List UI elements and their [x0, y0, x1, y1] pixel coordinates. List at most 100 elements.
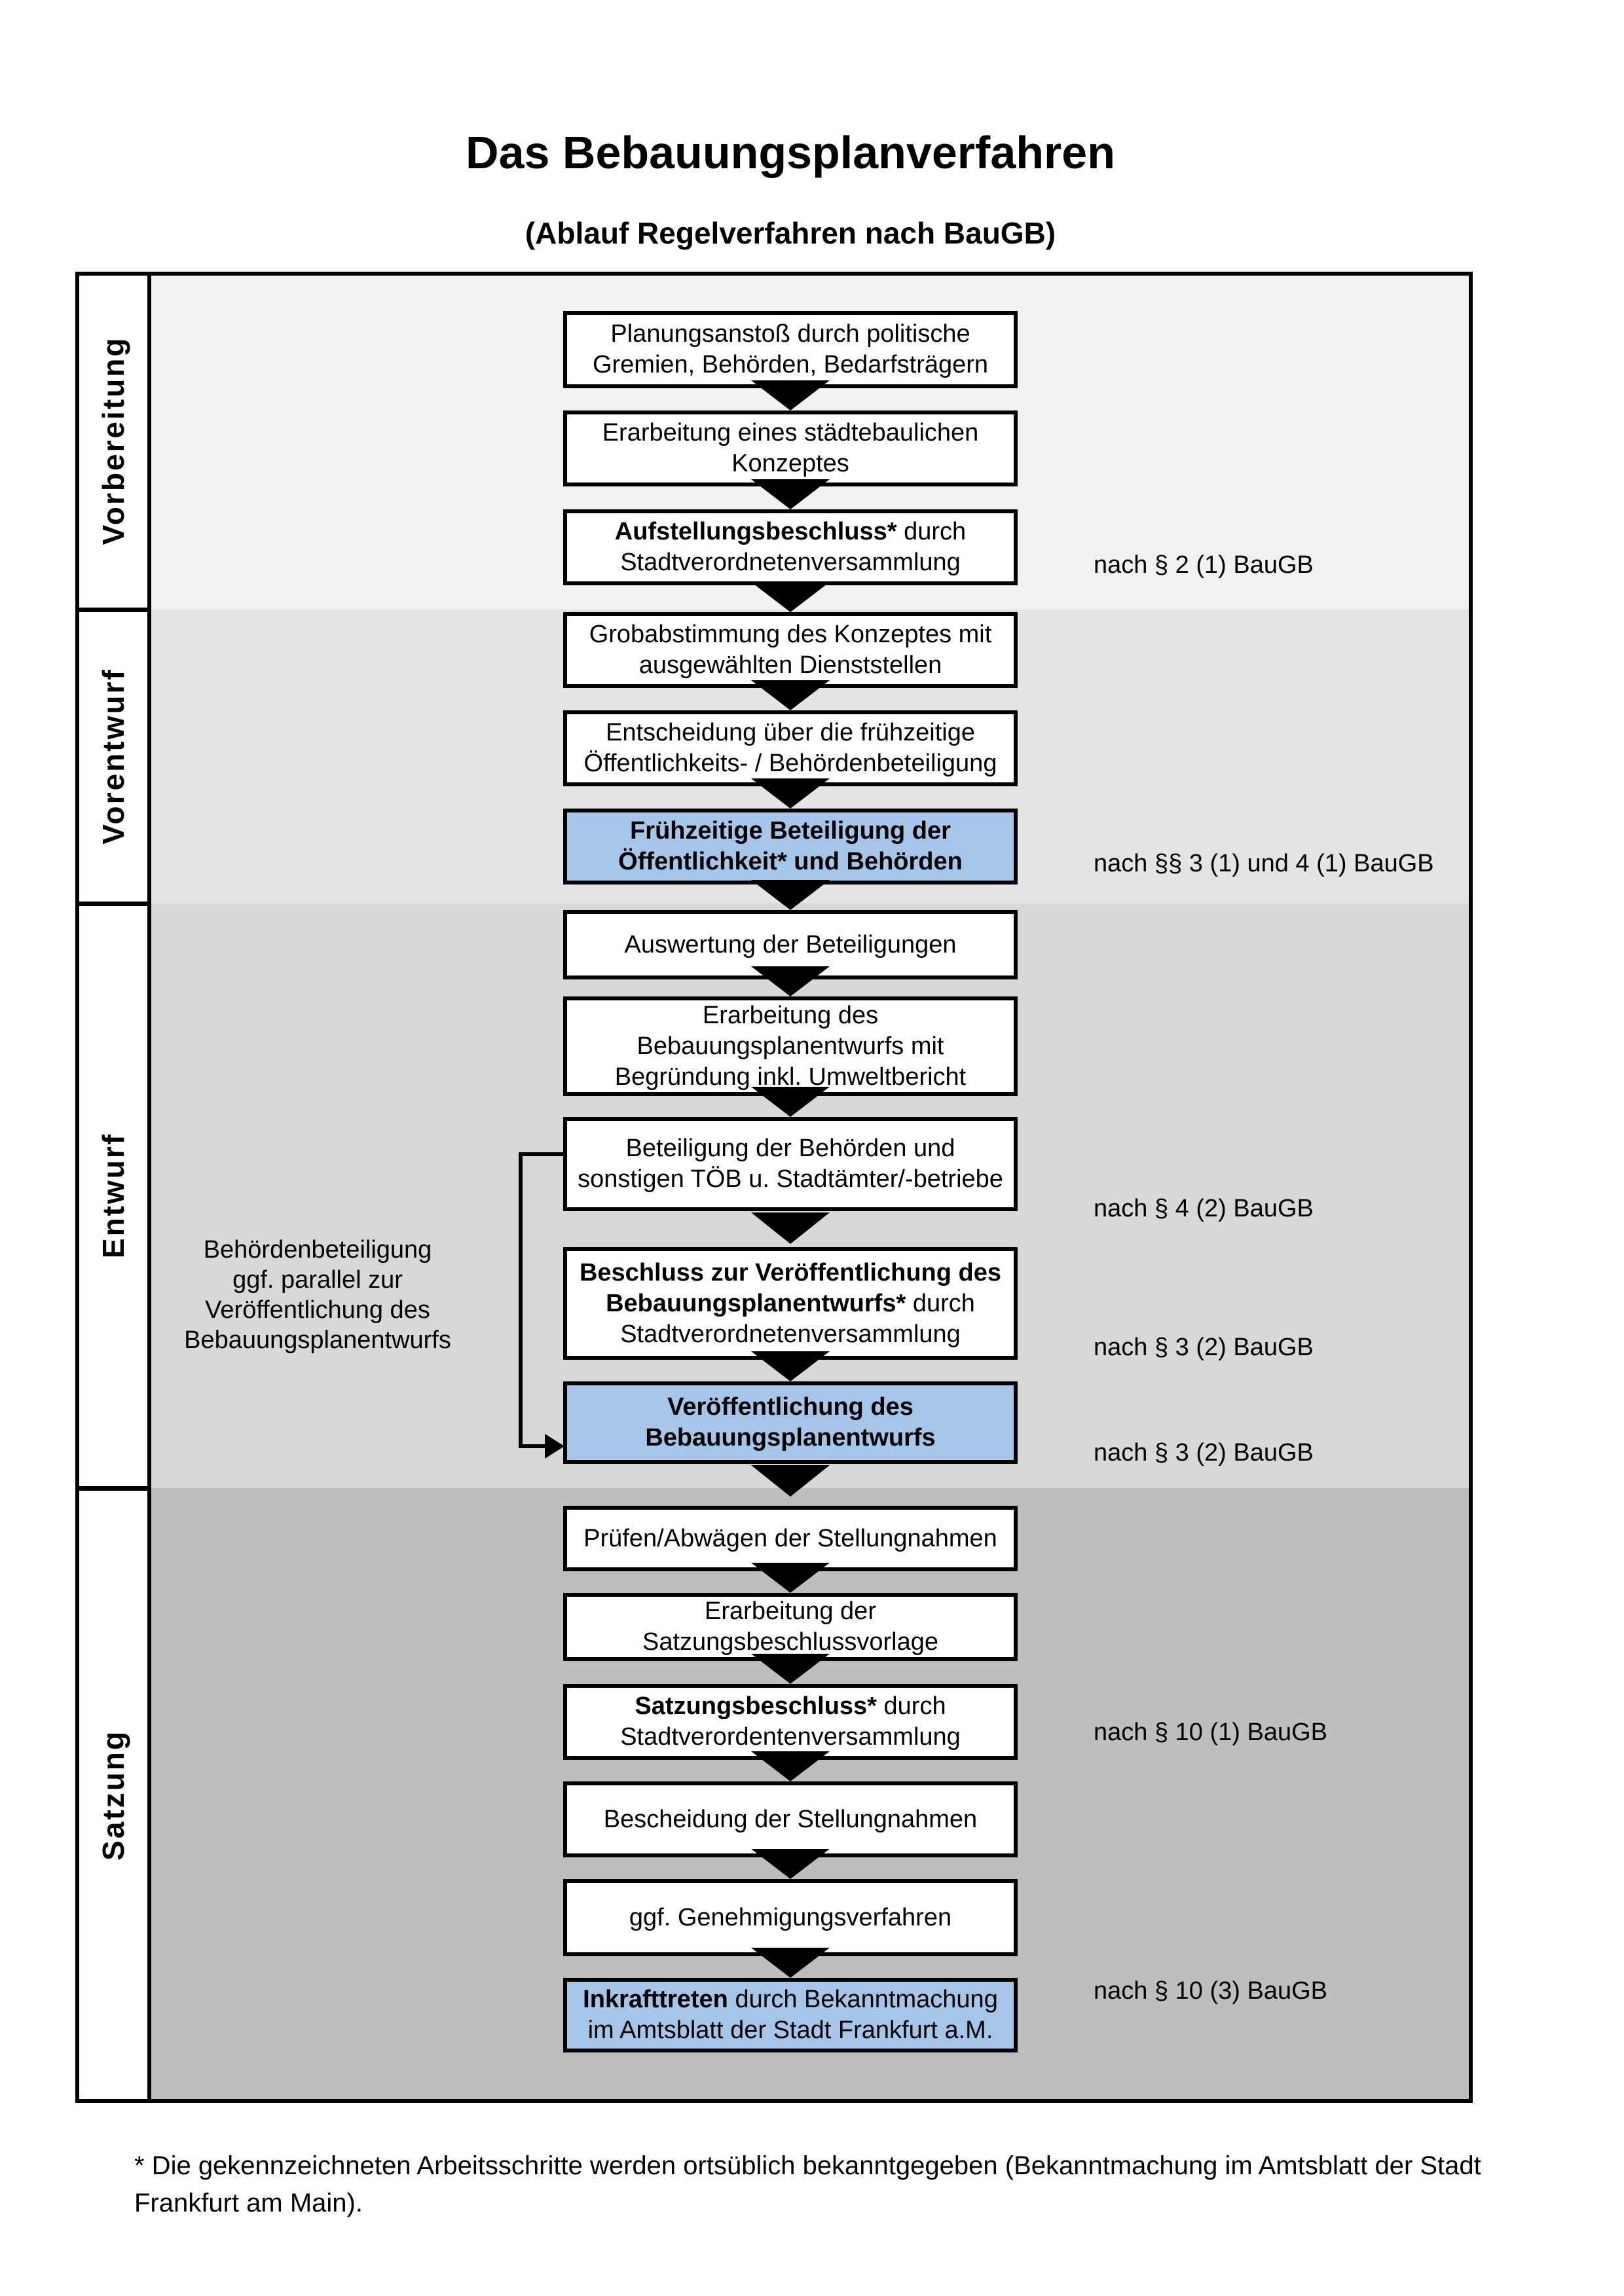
- right-arrow-icon: [545, 1434, 564, 1459]
- legal-reference: nach § 3 (2) BauGB: [1094, 1439, 1314, 1467]
- down-arrow-icon: [751, 680, 830, 710]
- flow-step-text: Gremien, Behörden, Bedarfsträgern: [592, 351, 989, 378]
- connector-line: [519, 1444, 549, 1448]
- parallel-note-line: ggf. parallel zur: [232, 1266, 403, 1294]
- legal-reference: nach §§ 3 (1) und 4 (1) BauGB: [1094, 850, 1434, 877]
- flow-step-satzungsbeschluss: Satzungsbeschluss* durch Stadtverordente…: [563, 1684, 1018, 1760]
- down-arrow-icon: [751, 1849, 830, 1879]
- phase-separator: [77, 902, 151, 906]
- flow-step-text: Frühzeitige Beteiligung der: [630, 817, 951, 845]
- flow-step-text: Veröffentlichung des: [667, 1393, 913, 1421]
- flow-step-text: Bebauungsplanentwurfs* durch: [606, 1288, 975, 1319]
- flow-step-konzept: Erarbeitung eines städtebaulichen Konzep…: [563, 410, 1018, 486]
- flow-step-text: sonstigen TÖB u. Stadtämter/-betriebe: [578, 1165, 1003, 1193]
- page-title: Das Bebauungsplanverfahren: [466, 127, 1115, 178]
- flow-step-beschluss-veroeffentlichung: Beschluss zur Veröffentlichung des Bebau…: [563, 1247, 1018, 1360]
- flow-step-text-bold: Inkrafttreten: [583, 1986, 728, 2013]
- flow-step-text-bold: Beschluss zur Veröffentlichung des: [579, 1258, 1002, 1286]
- down-arrow-icon: [751, 1751, 830, 1781]
- flow-step-behoerdenbeteiligung: Beteiligung der Behörden und sonstigen T…: [563, 1117, 1018, 1211]
- legal-reference: nach § 10 (3) BauGB: [1094, 1977, 1327, 2005]
- flow-step-text: Erarbeitung der: [705, 1597, 876, 1625]
- down-arrow-icon: [751, 1212, 830, 1244]
- flow-step-text-rest: durch: [906, 1289, 975, 1317]
- down-arrow-icon: [751, 880, 830, 910]
- connector-line: [519, 1152, 523, 1448]
- phase-separator: [77, 608, 151, 612]
- parallel-note-line: Behördenbeteiligung: [203, 1236, 432, 1264]
- flow-step-text-bold: Aufstellungsbeschluss*: [614, 518, 897, 545]
- flow-step-text: Beschluss zur Veröffentlichung des: [580, 1258, 1001, 1288]
- flow-step-veroeffentlichung: Veröffentlichung des Bebauungsplanentwur…: [563, 1381, 1018, 1464]
- flow-step-text: Entscheidung über die frühzeitige: [605, 719, 976, 746]
- flow-step-text: im Amtsblatt der Stadt Frankfurt a.M.: [587, 2016, 993, 2044]
- down-arrow-icon: [751, 582, 830, 612]
- legal-reference: nach § 10 (1) BauGB: [1094, 1719, 1327, 1746]
- connector-line: [519, 1152, 564, 1156]
- flow-step-satzungsvorlage: Erarbeitung der Satzungsbeschlussvorlage: [563, 1593, 1018, 1661]
- legal-reference: nach § 4 (2) BauGB: [1094, 1195, 1314, 1222]
- phase-separator: [77, 1486, 151, 1491]
- down-arrow-icon: [751, 778, 830, 809]
- down-arrow-icon: [751, 380, 830, 410]
- phase-label-vorentwurf: Vorentwurf: [96, 668, 130, 845]
- flow-step-text: Stadtverordnetenversammlung: [620, 1320, 961, 1348]
- flow-step-pruefen-abwaegen: Prüfen/Abwägen der Stellungnahmen: [563, 1506, 1018, 1571]
- flow-step-fruehzeitige-beteiligung: Frühzeitige Beteiligung der Öffentlichke…: [563, 809, 1018, 884]
- down-arrow-icon: [751, 479, 830, 509]
- flow-step-text: Grobabstimmung des Konzeptes mit: [589, 621, 992, 648]
- flow-step-text-bold: Satzungsbeschluss*: [635, 1692, 877, 1720]
- down-arrow-icon: [751, 1563, 830, 1593]
- flow-step-inkrafttreten: Inkrafttreten durch Bekanntmachung im Am…: [563, 1978, 1018, 2052]
- flow-step-text: ggf. Genehmigungsverfahren: [629, 1903, 952, 1931]
- flow-step-grobabstimmung: Grobabstimmung des Konzeptes mit ausgewä…: [563, 612, 1018, 688]
- flow-step-text-rest: durch: [896, 518, 967, 545]
- down-arrow-icon: [751, 966, 830, 996]
- flow-step-erarbeitung-entwurf: Erarbeitung des Bebauungsplanentwurfs mi…: [563, 996, 1018, 1096]
- page-subtitle: (Ablauf Regelverfahren nach BauGB): [525, 216, 1056, 250]
- flow-step-entscheidung-beteiligung: Entscheidung über die frühzeitige Öffent…: [563, 710, 1018, 786]
- down-arrow-icon: [751, 1465, 830, 1497]
- flow-step-genehmigungsverfahren: ggf. Genehmigungsverfahren: [563, 1879, 1018, 1956]
- flow-step-text: Aufstellungsbeschluss* durch: [615, 517, 966, 547]
- flow-step-text: ausgewählten Dienststellen: [638, 651, 942, 679]
- flow-step-text: Begründung inkl. Umweltbericht: [614, 1063, 967, 1091]
- flow-step-text: Bescheidung der Stellungnahmen: [603, 1805, 978, 1833]
- flow-step-text: Öffentlichkeits- / Behördenbeteiligung: [583, 750, 997, 777]
- legal-reference: nach § 3 (2) BauGB: [1094, 1334, 1314, 1361]
- flow-step-auswertung: Auswertung der Beteiligungen: [563, 910, 1018, 979]
- phase-label-satzung: Satzung: [96, 1730, 130, 1861]
- legal-reference: nach § 2 (1) BauGB: [1094, 551, 1314, 579]
- flow-step-text: Prüfen/Abwägen der Stellungnahmen: [583, 1524, 997, 1552]
- phase-label-entwurf: Entwurf: [96, 1132, 130, 1259]
- phase-label-vorbereitung: Vorbereitung: [96, 336, 130, 545]
- flow-step-text: Bebauungsplanentwurfs mit: [637, 1032, 944, 1060]
- flow-step-bescheidung: Bescheidung der Stellungnahmen: [563, 1781, 1018, 1857]
- flow-step-text: Stadtverordentenversammlung: [620, 1723, 961, 1751]
- flow-step-text: Bebauungsplanentwurfs: [645, 1424, 936, 1451]
- down-arrow-icon: [751, 1654, 830, 1684]
- flow-step-text: Stadtverordnetenversammlung: [620, 549, 961, 576]
- parallel-note-line: Bebauungsplanentwurfs: [184, 1326, 451, 1354]
- down-arrow-icon: [751, 1948, 830, 1978]
- parallel-note-line: Veröffentlichung des: [205, 1296, 430, 1324]
- flow-step-text-rest: durch: [876, 1692, 946, 1720]
- phase-label-column: [75, 272, 151, 2103]
- flow-step-text: Erarbeitung eines städtebaulichen: [602, 419, 979, 446]
- down-arrow-icon: [751, 1351, 830, 1381]
- flow-step-planungsanstoss: Planungsanstoß durch politische Gremien,…: [563, 311, 1018, 388]
- flow-step-text: Öffentlichkeit* und Behörden: [618, 848, 963, 875]
- flow-step-text-rest: durch Bekanntmachung: [728, 1986, 998, 2013]
- flow-step-text: Inkrafttreten durch Bekanntmachung: [583, 1984, 998, 2015]
- flow-step-text: Auswertung der Beteiligungen: [624, 930, 957, 958]
- footnote: * Die gekennzeichneten Arbeitsschritte w…: [134, 2151, 1481, 2217]
- flow-step-aufstellungsbeschluss: Aufstellungsbeschluss* durch Stadtverord…: [563, 509, 1018, 585]
- flow-step-text: Beteiligung der Behörden und: [625, 1135, 955, 1162]
- flow-step-text-bold: Bebauungsplanentwurfs*: [606, 1289, 906, 1317]
- flow-step-text: Konzeptes: [731, 450, 849, 477]
- down-arrow-icon: [751, 1087, 830, 1117]
- parallel-note: Behördenbeteiligung ggf. parallel zur Ve…: [151, 1235, 485, 1355]
- flow-step-text: Satzungsbeschluss* durch: [635, 1691, 946, 1722]
- flow-step-text: Erarbeitung des: [702, 1001, 879, 1029]
